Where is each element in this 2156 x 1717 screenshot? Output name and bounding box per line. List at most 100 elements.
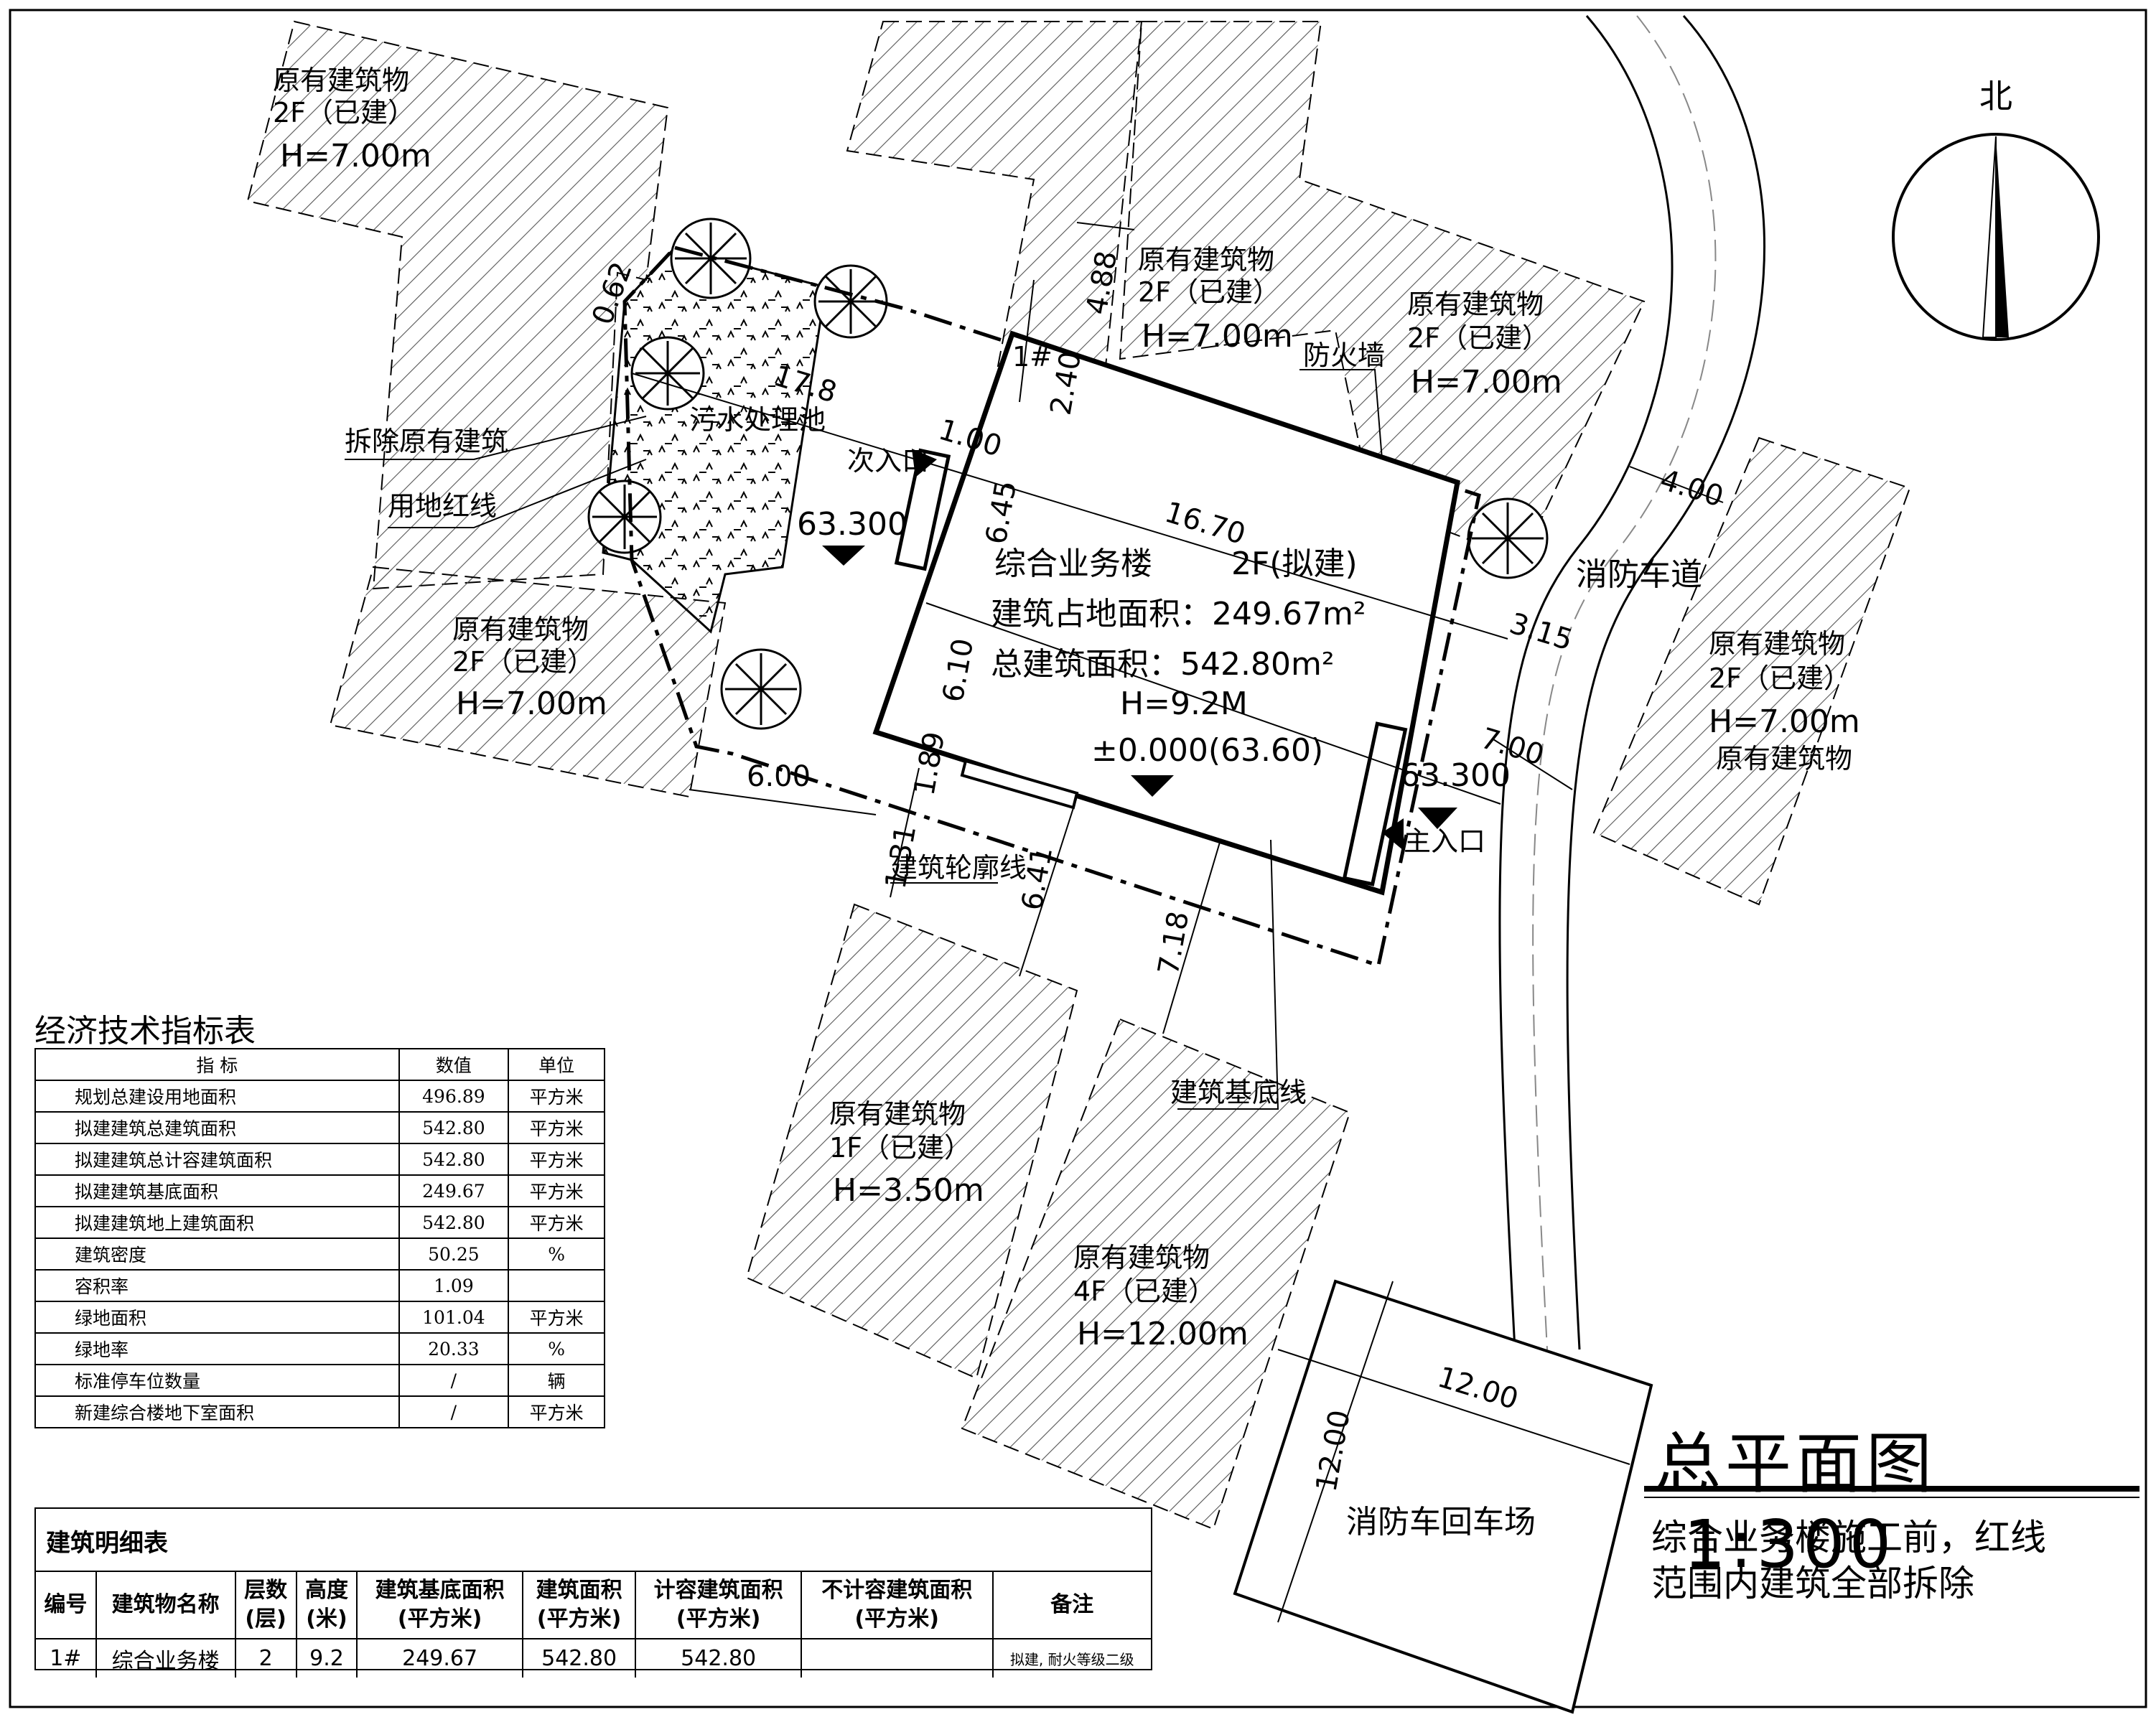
label-baseline: 建筑基底线 [1170,1077,1307,1108]
eco-cell-unit: 平方米 [508,1143,605,1176]
eco-cell-indicator: 绿地率 [34,1332,400,1365]
eco-cell-unit: % [508,1238,605,1271]
label-existing-s2-name: 原有建筑物 [1073,1242,1210,1273]
drawing-note: 综合业务楼施工前，红线 范围内建筑全部拆除 [1651,1515,2154,1606]
label-fire-lane: 消防车道 [1576,556,1702,593]
label-existing-n1-h: H=7.00m [1142,318,1293,355]
label-existing-n1-floors: 2F（已建） [1138,276,1280,308]
eco-cell-unit: 平方米 [508,1206,605,1239]
label-existing-w-floors: 2F（已建） [452,646,594,678]
dim-line-turn-h [1277,1349,1630,1465]
eco-cell-value: 50.25 [398,1238,510,1271]
note-line-2: 范围内建筑全部拆除 [1651,1563,1974,1604]
label-existing-e-name: 原有建筑物 [1709,628,1845,660]
elevation-markers [822,449,1457,851]
detail-cell: 1# [36,1638,96,1678]
label-existing-e-name2: 原有建筑物 [1716,743,1852,775]
detail-table-title: 建筑明细表 [46,1529,168,1558]
eco-cell-unit [508,1269,605,1302]
label-footprint: 建筑占地面积：249.67m² [991,596,1366,632]
label-main-name: 综合业务楼 [994,546,1152,582]
eco-cell-indicator: 拟建建筑基底面积 [34,1174,400,1207]
detail-header-cell: 计容建筑面积 (平方米) [635,1571,801,1639]
detail-header-cell: 建筑基底面积 (平方米) [356,1571,523,1639]
label-existing-n1-name: 原有建筑物 [1138,244,1274,276]
eco-header-indicator: 指 标 [34,1048,400,1081]
detail-cell: 2 [234,1638,297,1678]
label-existing-n2-name: 原有建筑物 [1407,289,1544,320]
eco-cell-indicator: 绿地面积 [34,1301,400,1334]
north-arrow-icon [1892,133,2100,341]
fire-turn-yard [1233,1279,1653,1714]
label-existing-nw-name: 原有建筑物 [273,65,409,96]
eco-header-unit: 单位 [508,1048,605,1081]
eco-cell-unit: 平方米 [508,1395,605,1428]
elevation-marker-w [822,546,865,566]
label-existing-e-floors: 2F（已建） [1709,663,1851,694]
dim-7-18: 7.18 [1152,909,1196,978]
eco-cell-value: 101.04 [398,1301,510,1334]
detail-cell: 542.80 [521,1638,636,1678]
eco-cell-unit: 平方米 [508,1301,605,1334]
label-main-entry: 主入口 [1404,825,1485,857]
leader-lines [345,369,1383,1110]
table-row: 新建综合楼地下室面积/平方米 [34,1395,605,1428]
tree-icon [720,648,802,730]
existing-building-s2 [961,1018,1351,1530]
eco-cell-indicator: 拟建建筑地上建筑面积 [34,1206,400,1239]
eco-cell-indicator: 拟建建筑总计容建筑面积 [34,1143,400,1176]
detail-header-cell: 备注 [991,1571,1151,1639]
detail-cell [800,1638,993,1678]
canopy-east [1342,721,1408,886]
detail-cell: 拟建, 耐火等级二级 [991,1638,1151,1678]
label-bldg-no: 1# [1012,341,1053,373]
label-existing-nw-floors: 2F（已建） [273,97,415,128]
table-row: 标准停车位数量/辆 [34,1364,605,1397]
eco-table-title: 经济技术指标表 [34,1013,256,1049]
detail-table-grid: 编号建筑物名称层数 (层)高度 (米)建筑基底面积 (平方米)建筑面积 (平方米… [36,1571,1151,1678]
north-label: 北 [1979,77,2012,116]
label-sewage: 污水处理池 [689,404,826,436]
elevation-marker-e [1418,808,1457,829]
label-height: H=9.2M [1120,686,1248,722]
eco-cell-value: 496.89 [398,1080,510,1113]
label-main-type: 2F(拟建) [1231,546,1358,582]
label-secondary-entry: 次入口 [847,445,929,477]
label-existing-s2-h: H=12.00m [1077,1316,1249,1352]
eco-cell-value: 542.80 [398,1111,510,1144]
eco-cell-indicator: 容积率 [34,1269,400,1302]
label-outline: 建筑轮廓线 [890,852,1027,884]
building-detail-table: 建筑明细表 编号建筑物名称层数 (层)高度 (米)建筑基底面积 (平方米)建筑面… [34,1507,1152,1678]
eco-cell-value: 542.80 [398,1143,510,1176]
label-total-area: 总建筑面积：542.80m² [991,646,1334,683]
proposed-building-1 [872,330,1460,896]
eco-cell-value: / [398,1364,510,1397]
elevation-marker-center [1131,775,1174,797]
title-underline [1644,1486,2139,1498]
eco-cell-unit: 平方米 [508,1111,605,1144]
label-redline: 用地红线 [388,490,497,522]
drawing-frame [9,9,2147,1708]
label-existing-nw-h: H=7.00m [280,138,431,174]
eco-cell-indicator: 标准停车位数量 [34,1364,400,1397]
existing-building-w [329,566,727,798]
label-existing-w-h: H=7.00m [456,686,607,722]
eco-cell-unit: 平方米 [508,1174,605,1207]
label-elev-w: 63.300 [797,506,907,543]
detail-header-cell: 编号 [36,1571,96,1639]
detail-header-cell: 建筑面积 (平方米) [521,1571,636,1639]
eco-cell-indicator: 拟建建筑总建筑面积 [34,1111,400,1144]
tree-icon [1467,497,1549,579]
dim-line-turn-v [1277,1281,1394,1623]
eco-cell-unit: % [508,1332,605,1365]
label-elevation: ±0.000(63.60) [1091,732,1323,769]
detail-cell: 249.67 [356,1638,523,1678]
